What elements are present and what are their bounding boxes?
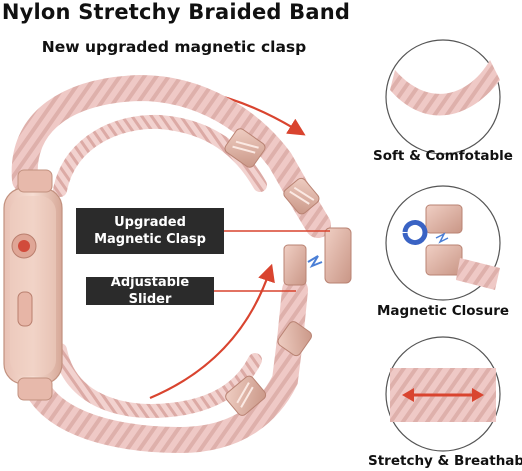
side-button [17,291,33,327]
clasp-segment-lower [225,375,267,416]
clasp-segment-mid-lower [277,321,312,357]
feature-circle-magnetic [385,185,501,301]
feature-circle-soft [385,39,501,155]
page-subtitle: New upgraded magnetic clasp [41,38,307,56]
page-title: Nylon Stretchy Braided Band [1,0,351,24]
magnetic-clasp-left [283,244,307,286]
magnet-spark [307,255,323,269]
magnetic-clasp-right [324,227,352,284]
magnetic-clasp-callout: Upgraded Magnetic Clasp [76,208,224,254]
clasp-segment-mid-upper [283,177,320,215]
band-upper [11,74,331,238]
feature-label-soft: Soft & Comfotable [373,148,513,164]
band-lower [17,277,308,454]
feature-circle-stretchy [385,336,501,452]
adjustable-slider-callout: Adjustable Slider [86,275,214,307]
feature-label-stretchy: Stretchy & Breathable [368,453,522,469]
feature-label-magnetic: Magnetic Closure [376,303,510,319]
clasp-segment-top [224,128,266,168]
